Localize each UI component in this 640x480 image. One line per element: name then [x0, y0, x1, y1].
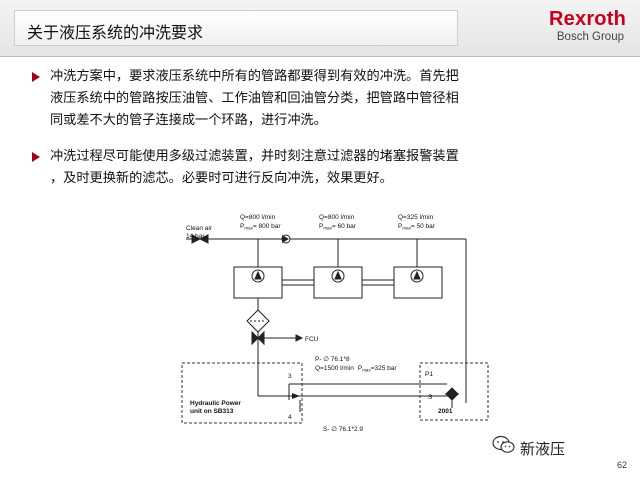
bullet-line: 冲洗过程尽可能使用多级过滤装置，并时刻注意过滤器的堵塞报警装置	[50, 149, 459, 164]
port-4-label: 4	[288, 414, 292, 421]
pipe-s-label: S- ∅ 76.1*2.9	[323, 426, 363, 433]
title-box: 关于液压系统的冲洗要求	[14, 10, 458, 46]
box-p1-label: P1	[425, 371, 433, 378]
slide-header: 关于液压系统的冲洗要求 Rexroth Bosch Group	[0, 0, 640, 56]
rexroth-logo: Rexroth	[549, 8, 626, 30]
power-unit-label: Hydraulic Power	[190, 400, 241, 407]
port-3-label: 3	[288, 373, 292, 380]
flow-label-1-p: Pmax= 800 bar	[240, 223, 281, 231]
wechat-icon	[492, 435, 515, 453]
clean-air-pressure: 14 bar	[186, 233, 205, 240]
bullet-line: 冲洗方案中，要求液压系统中所有的管路都要得到有效的冲洗。首先把	[50, 69, 459, 84]
bullet-line: 同或差不大的管子连接成一个环路，进行冲洗。	[50, 113, 327, 128]
box-s-label: S	[428, 394, 433, 401]
pump-symbols	[251, 269, 424, 283]
pipe-p-label: P- ∅ 76.1*8	[315, 356, 350, 363]
power-unit-sublabel: unit on SB313	[190, 408, 234, 415]
bullet-filtration: 冲洗过程尽可能使用多级过滤装置，并时刻注意过滤器的堵塞报警装置 ，及时更换新的滤…	[32, 146, 580, 190]
header-divider	[0, 56, 640, 57]
bosch-group-logo-text: Bosch Group	[556, 31, 624, 43]
bullet-triangle-icon	[32, 72, 40, 82]
filter-symbol	[246, 309, 270, 333]
flow-label-3-q: Q=325 l/min	[398, 214, 434, 221]
bullet-flushing-plan: 冲洗方案中，要求液压系统中所有的管路都要得到有效的冲洗。首先把 液压系统中的管路…	[32, 66, 580, 132]
fcu-valve	[251, 330, 304, 346]
flow-label-1-q: Q=800 l/min	[240, 214, 276, 221]
power-unit-box	[181, 362, 303, 424]
flow-label-2-q: Q=800 l/min	[319, 214, 355, 221]
slide-title: 关于液压系统的冲洗要求	[27, 23, 204, 42]
flow-label-2-p: Pmax= 60 bar	[319, 223, 357, 231]
unit-boxes	[233, 266, 443, 299]
bullet-line: 液压系统中的管路按压油管、工作油管和回油管分类，把管路中管径相	[50, 91, 459, 106]
watermark-brand: 新液压	[520, 440, 566, 458]
fcu-label: FCU	[305, 336, 319, 343]
flow-label-3-p: Pmax= 50 bar	[398, 223, 436, 231]
clean-air-label: Clean air	[186, 225, 213, 232]
bullet-line: ，及时更换新的滤芯。必要时可进行反向冲洗，效果更好。	[50, 171, 393, 186]
page-number: 62	[617, 460, 628, 470]
box-id-label: 2001	[438, 408, 453, 415]
bullet-triangle-icon	[32, 152, 40, 162]
unit-2001-box	[419, 362, 489, 421]
